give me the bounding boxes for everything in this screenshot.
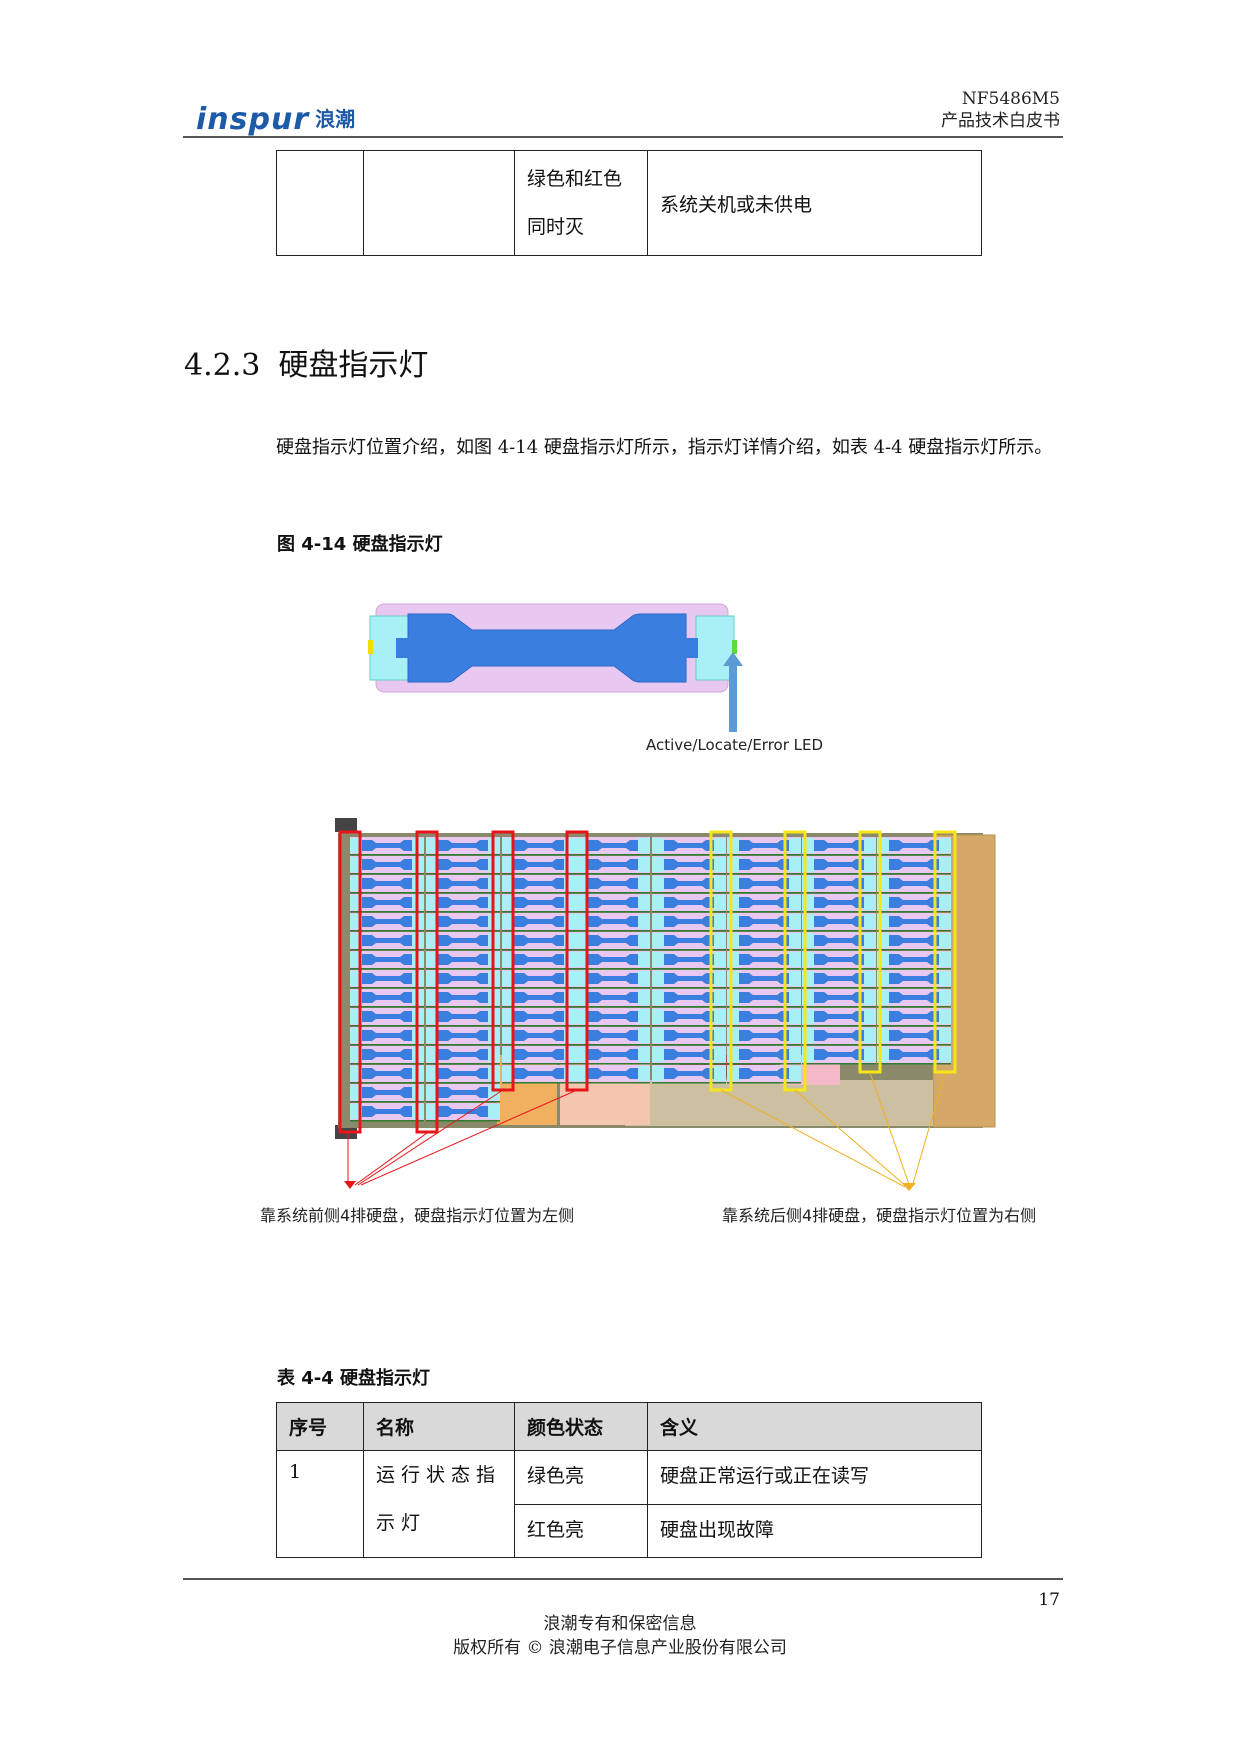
figure-caption: 图 4-14 硬盘指示灯 <box>277 534 443 555</box>
cell-color-state: 绿色和红色同时灭 <box>514 150 648 256</box>
led-table: 序号 名称 颜色状态 含义 1 运行状态指示灯 绿色亮 硬盘正常运行或正在读写 … <box>276 1402 982 1558</box>
led-label: Active/Locate/Error LED <box>646 736 824 754</box>
prev-table: 绿色和红色同时灭 系统关机或未供电 <box>276 150 982 256</box>
header-meaning: 含义 <box>647 1402 982 1451</box>
logo-text: inspur <box>196 102 310 137</box>
section-number: 4.2.3 <box>184 348 261 383</box>
footer-rule <box>183 1578 1063 1580</box>
cell-seq <box>276 150 364 256</box>
page-number: 17 <box>1038 1590 1060 1610</box>
logo-cn: 浪潮 <box>315 107 356 131</box>
footer-copyright: 版权所有 © 浪潮电子信息产业股份有限公司 <box>453 1638 787 1658</box>
header-rule <box>183 136 1063 138</box>
led-arrow-icon <box>723 652 743 732</box>
section-heading: 4.2.3 硬盘指示灯 <box>184 340 428 384</box>
footer-confidential: 浪潮专有和保密信息 <box>543 1614 697 1634</box>
cell-name <box>363 150 515 256</box>
cell-meaning: 系统关机或未供电 <box>647 150 982 256</box>
section-title: 硬盘指示灯 <box>278 348 429 383</box>
header-right: NF5486M5 产品技术白皮书 <box>941 88 1060 132</box>
cell-name: 运行状态指示灯 <box>363 1450 515 1558</box>
product-model: NF5486M5 <box>961 89 1060 109</box>
front-drives-label: 靠系统前侧4排硬盘，硬盘指示灯位置为左侧 <box>260 1206 575 1225</box>
table-caption: 表 4-4 硬盘指示灯 <box>277 1368 431 1389</box>
cell-color-state: 红色亮 <box>514 1503 648 1558</box>
doc-type: 产品技术白皮书 <box>941 111 1060 131</box>
header-name: 名称 <box>363 1402 515 1451</box>
table-row: 绿色和红色同时灭 系统关机或未供电 <box>276 150 982 256</box>
table-header-row: 序号 名称 颜色状态 含义 <box>276 1402 982 1451</box>
drive-grid <box>330 815 1030 1195</box>
cell-color-state: 绿色亮 <box>514 1450 648 1505</box>
drive-illustration <box>368 598 738 698</box>
rear-drives-label: 靠系统后侧4排硬盘，硬盘指示灯位置为右侧 <box>722 1206 1037 1225</box>
table-row: 红色亮 硬盘出现故障 <box>277 1503 982 1558</box>
header-color-state: 颜色状态 <box>514 1402 648 1451</box>
cell-seq: 1 <box>276 1450 364 1558</box>
cell-meaning: 硬盘正常运行或正在读写 <box>647 1450 982 1505</box>
section-paragraph: 硬盘指示灯位置介绍，如图 4-14 硬盘指示灯所示，指示灯详情介绍，如表 4-4… <box>276 437 1053 458</box>
header-seq: 序号 <box>276 1402 364 1451</box>
cell-meaning: 硬盘出现故障 <box>647 1503 982 1558</box>
table-row: 1 运行状态指示灯 绿色亮 硬盘正常运行或正在读写 <box>276 1450 982 1558</box>
